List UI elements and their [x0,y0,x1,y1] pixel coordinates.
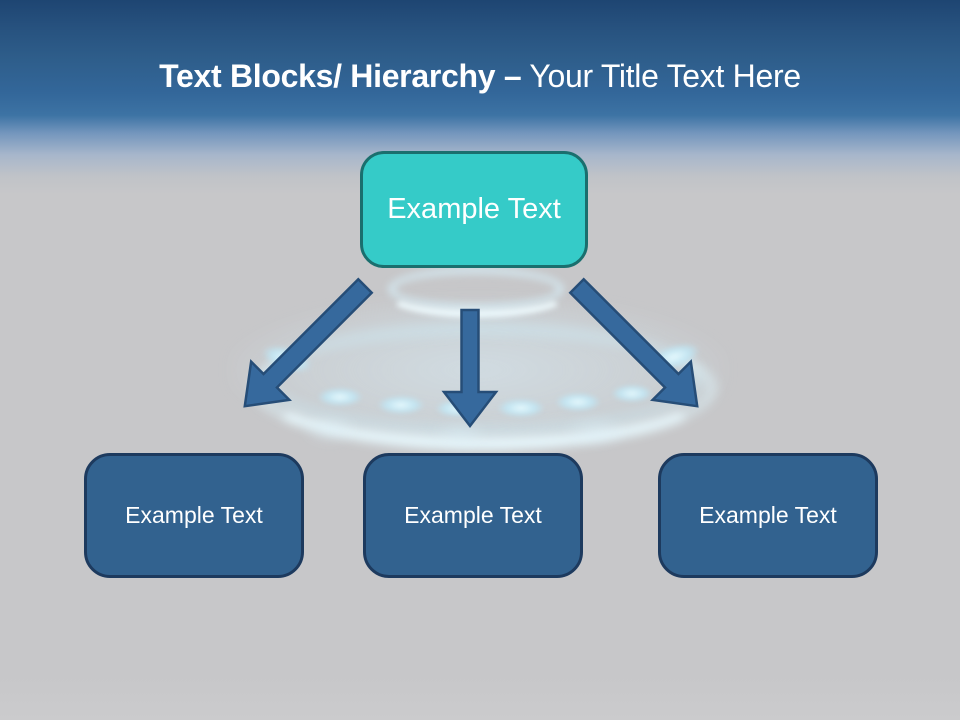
child-text-block-1: Example Text [84,453,304,578]
child-text-block-2: Example Text [363,453,583,578]
root-text-block-label: Example Text [387,193,561,225]
slide-title: Text Blocks/ Hierarchy – Your Title Text… [0,56,960,96]
slide-title-bold: Text Blocks/ Hierarchy – [159,58,522,94]
child-text-block-3: Example Text [658,453,878,578]
child-text-block-1-label: Example Text [125,502,263,528]
child-text-block-2-label: Example Text [404,502,542,528]
arrow-down-left-icon [243,277,374,408]
arrow-down-right-icon [568,277,699,408]
child-text-block-3-label: Example Text [699,502,837,528]
root-text-block: Example Text [360,151,588,268]
arrow-down-icon [441,308,499,429]
slide-title-regular: Your Title Text Here [529,58,801,94]
